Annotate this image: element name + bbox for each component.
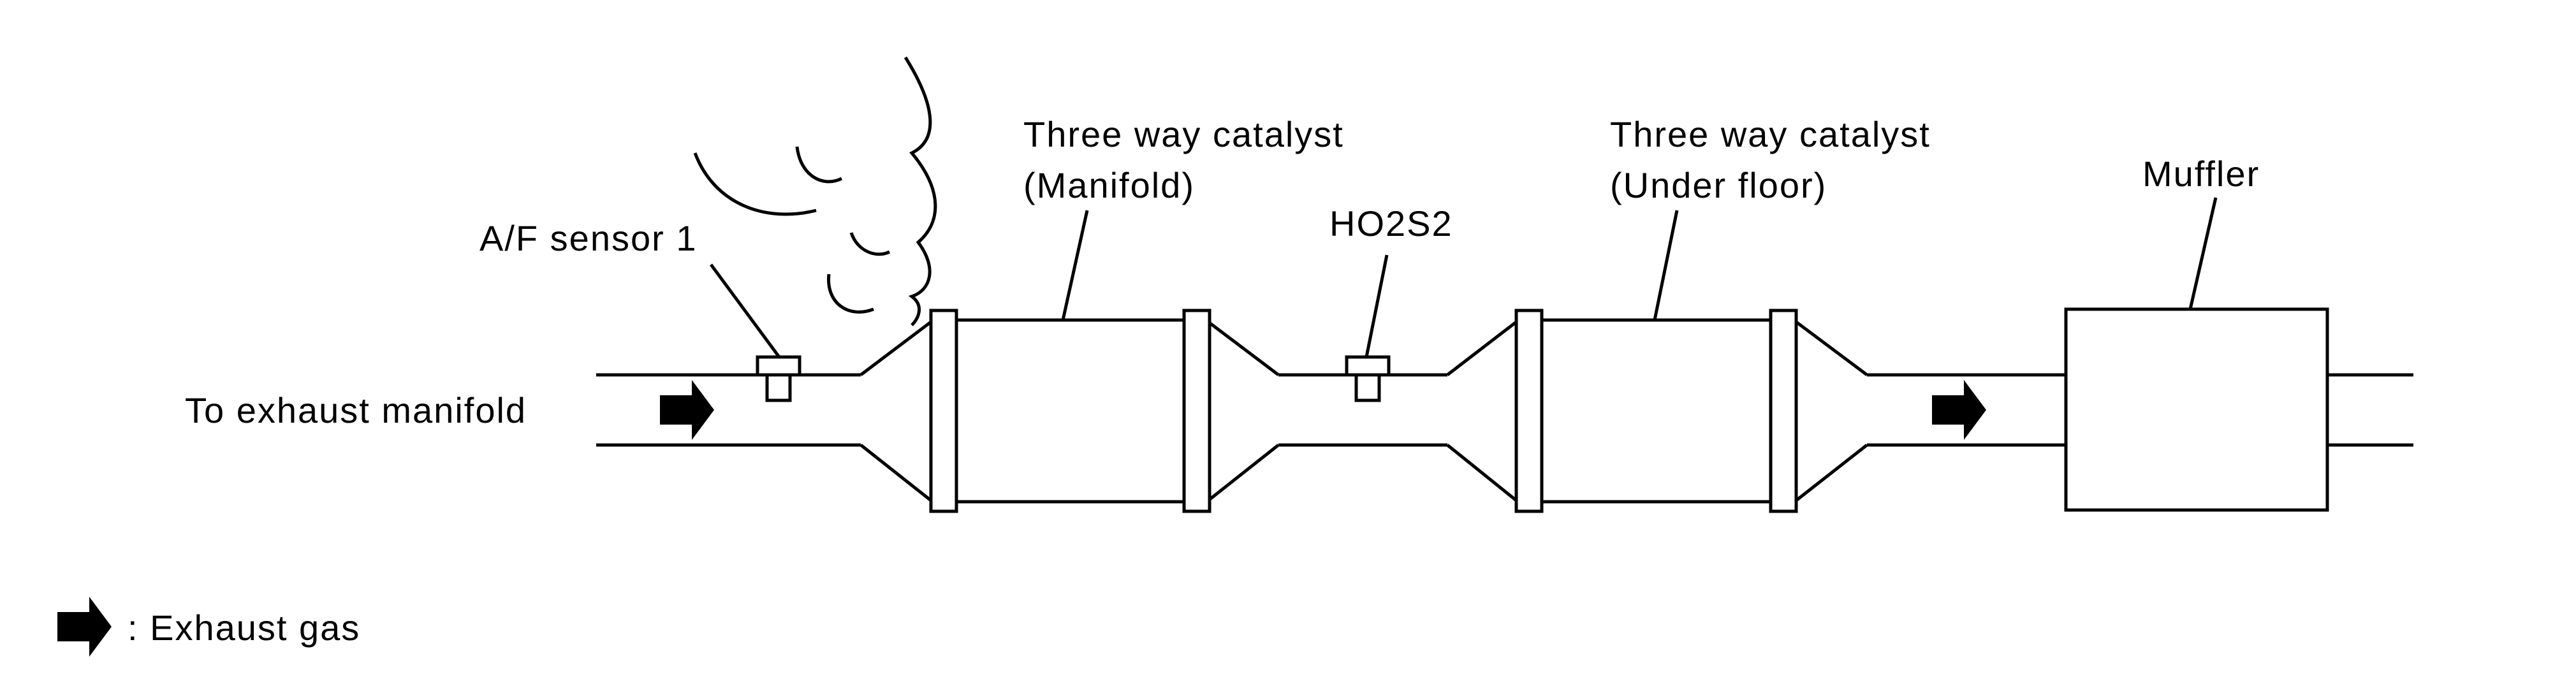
leader-af-sensor <box>709 263 781 358</box>
smoke-cloud-icon <box>693 56 937 326</box>
catalyst-underfloor-flange-right <box>1769 309 1798 513</box>
catalyst-manifold-flange-right <box>1182 309 1211 513</box>
label-catalyst-underfloor-line2: (Under floor) <box>1610 165 1827 205</box>
legend-exhaust-gas: : Exhaust gas <box>128 608 360 648</box>
leader-lines <box>709 197 2218 358</box>
leader-catalyst-underfloor <box>1653 210 1679 321</box>
label-ho2s2: HO2S2 <box>1329 203 1453 244</box>
label-muffler: Muffler <box>2142 154 2260 194</box>
ho2s2-sensor <box>1345 355 1391 402</box>
af-sensor-1 <box>756 355 801 402</box>
right-arrow-icon <box>1932 380 1986 440</box>
muffler-box <box>2064 307 2329 512</box>
catalyst-underfloor-flange-left <box>1514 309 1544 513</box>
leader-muffler <box>2188 197 2218 310</box>
right-arrow-icon <box>660 380 714 440</box>
three-way-catalyst-underfloor <box>1514 309 1798 513</box>
leader-catalyst-manifold <box>1061 210 1089 321</box>
right-arrow-icon <box>57 597 112 657</box>
catalyst-manifold-flange-left <box>929 309 958 513</box>
label-af-sensor-1: A/F sensor 1 <box>479 218 697 258</box>
label-catalyst-manifold-line1: Three way catalyst <box>1023 114 1344 154</box>
label-to-exhaust-manifold: To exhaust manifold <box>185 390 527 430</box>
exhaust-pipe <box>596 320 2413 502</box>
label-catalyst-underfloor-line1: Three way catalyst <box>1610 114 1931 154</box>
leader-ho2s2 <box>1365 254 1389 358</box>
three-way-catalyst-manifold <box>929 309 1211 513</box>
label-catalyst-manifold-line2: (Manifold) <box>1023 165 1195 205</box>
legend: : Exhaust gas <box>57 597 360 657</box>
